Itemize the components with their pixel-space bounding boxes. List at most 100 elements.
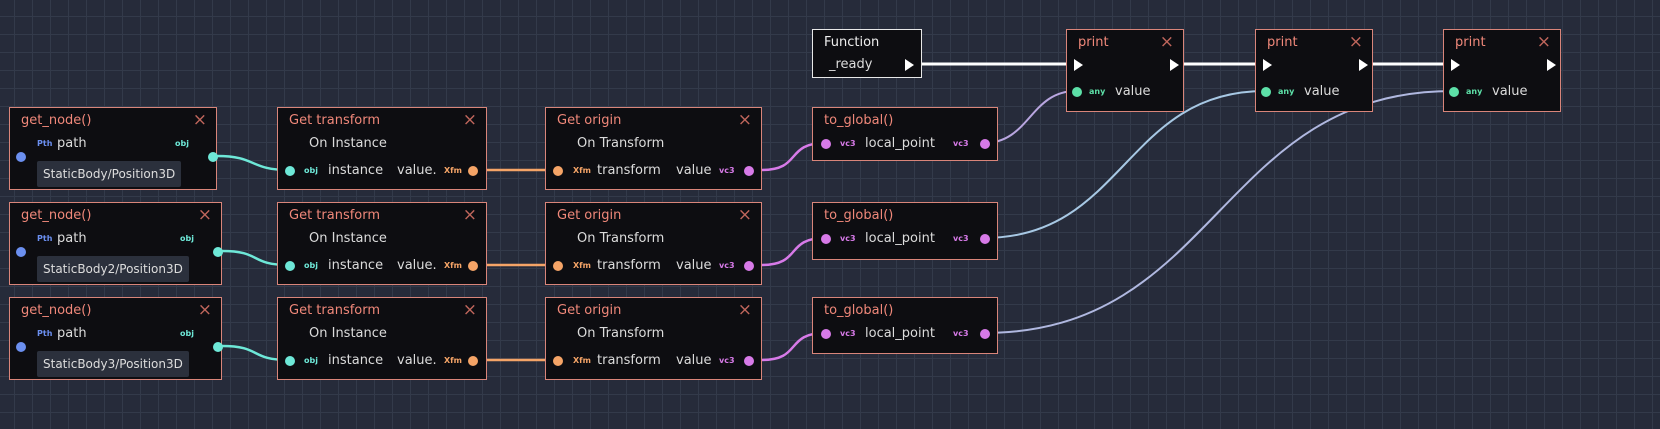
value-in-port[interactable] — [1449, 87, 1459, 97]
close-icon[interactable]: × — [192, 110, 207, 130]
close-icon[interactable]: × — [462, 300, 477, 320]
type-icon: Pth — [37, 139, 53, 148]
slot-label: transform — [597, 163, 661, 178]
value-out-port[interactable] — [744, 356, 754, 366]
slot-label: transform — [597, 353, 661, 368]
type-icon: any — [1089, 87, 1106, 96]
transform-in-port[interactable] — [553, 261, 563, 271]
slot-label: local_point — [865, 231, 935, 246]
local-point-in-port[interactable] — [821, 329, 831, 339]
node-title: get_node() — [21, 113, 92, 128]
node-title: Get origin — [557, 208, 622, 223]
slot-label: instance — [328, 163, 384, 178]
exec-out-port[interactable] — [1547, 59, 1556, 71]
type-icon: any — [1466, 87, 1483, 96]
instance-in-port[interactable] — [285, 261, 295, 271]
value-out-port[interactable] — [744, 261, 754, 271]
exec-in-port[interactable] — [1451, 59, 1460, 71]
close-icon[interactable]: × — [197, 205, 212, 225]
type-icon: Xfm — [573, 166, 591, 175]
type-icon: Xfm — [573, 356, 591, 365]
mode-label: On Instance — [309, 231, 387, 246]
obj-out-port[interactable] — [208, 152, 218, 162]
local-point-in-port[interactable] — [821, 234, 831, 244]
exec-out-port[interactable] — [1359, 59, 1368, 71]
close-icon[interactable]: × — [737, 110, 752, 130]
type-icon: vc3 — [719, 356, 735, 365]
vector-out-port[interactable] — [980, 139, 990, 149]
value-in-port[interactable] — [1261, 87, 1271, 97]
connection-wire[interactable] — [983, 90, 1266, 239]
value-out-port[interactable] — [744, 166, 754, 176]
value-in-port[interactable] — [1072, 87, 1082, 97]
close-icon[interactable]: × — [462, 205, 477, 225]
close-icon[interactable]: × — [197, 300, 212, 320]
exec-in-port[interactable] — [1263, 59, 1272, 71]
close-icon[interactable]: × — [1159, 32, 1174, 52]
slot-label: value — [676, 353, 712, 368]
close-icon[interactable]: × — [1348, 32, 1363, 52]
type-icon: obj — [180, 329, 194, 338]
local-point-in-port[interactable] — [821, 139, 831, 149]
function-name: _ready — [829, 57, 873, 72]
slot-label: transform — [597, 258, 661, 273]
obj-out-port[interactable] — [213, 342, 223, 352]
type-icon: Pth — [37, 329, 53, 338]
path-input[interactable]: StaticBody3/Position3D — [37, 351, 189, 377]
value-out-port[interactable] — [468, 166, 478, 176]
path-in-port[interactable] — [16, 247, 26, 257]
path-in-port[interactable] — [16, 342, 26, 352]
type-icon: vc3 — [840, 329, 856, 338]
node-title: print — [1078, 35, 1109, 50]
value-out-port[interactable] — [468, 356, 478, 366]
slot-label: path — [57, 326, 87, 341]
transform-in-port[interactable] — [553, 166, 563, 176]
instance-in-port[interactable] — [285, 166, 295, 176]
path-input[interactable]: StaticBody/Position3D — [37, 161, 182, 187]
obj-out-port[interactable] — [213, 247, 223, 257]
exec-out-port[interactable] — [1170, 59, 1179, 71]
vector-out-port[interactable] — [980, 234, 990, 244]
slot-label: path — [57, 231, 87, 246]
value-out-port[interactable] — [468, 261, 478, 271]
type-icon: any — [1278, 87, 1295, 96]
type-icon: vc3 — [840, 234, 856, 243]
instance-in-port[interactable] — [285, 356, 295, 366]
path-input[interactable]: StaticBody2/Position3D — [37, 256, 189, 282]
exec-out-port[interactable] — [905, 59, 914, 71]
node-title: Get origin — [557, 113, 622, 128]
connection-wire[interactable] — [983, 90, 1454, 334]
close-icon[interactable]: × — [737, 205, 752, 225]
node-title: print — [1455, 35, 1486, 50]
transform-in-port[interactable] — [553, 356, 563, 366]
slot-label: instance — [328, 258, 384, 273]
function-node-ready[interactable]: Function_ready — [812, 29, 922, 78]
close-icon[interactable]: × — [737, 300, 752, 320]
type-icon: vc3 — [953, 329, 969, 338]
node-title: Get origin — [557, 303, 622, 318]
close-icon[interactable]: × — [462, 110, 477, 130]
vector-out-port[interactable] — [980, 329, 990, 339]
exec-in-port[interactable] — [1074, 59, 1083, 71]
close-icon[interactable]: × — [1536, 32, 1551, 52]
node-title: get_node() — [21, 208, 92, 223]
mode-label: On Transform — [577, 326, 665, 341]
path-in-port[interactable] — [16, 152, 26, 162]
node-title: get_node() — [21, 303, 92, 318]
type-icon: obj — [304, 356, 318, 365]
